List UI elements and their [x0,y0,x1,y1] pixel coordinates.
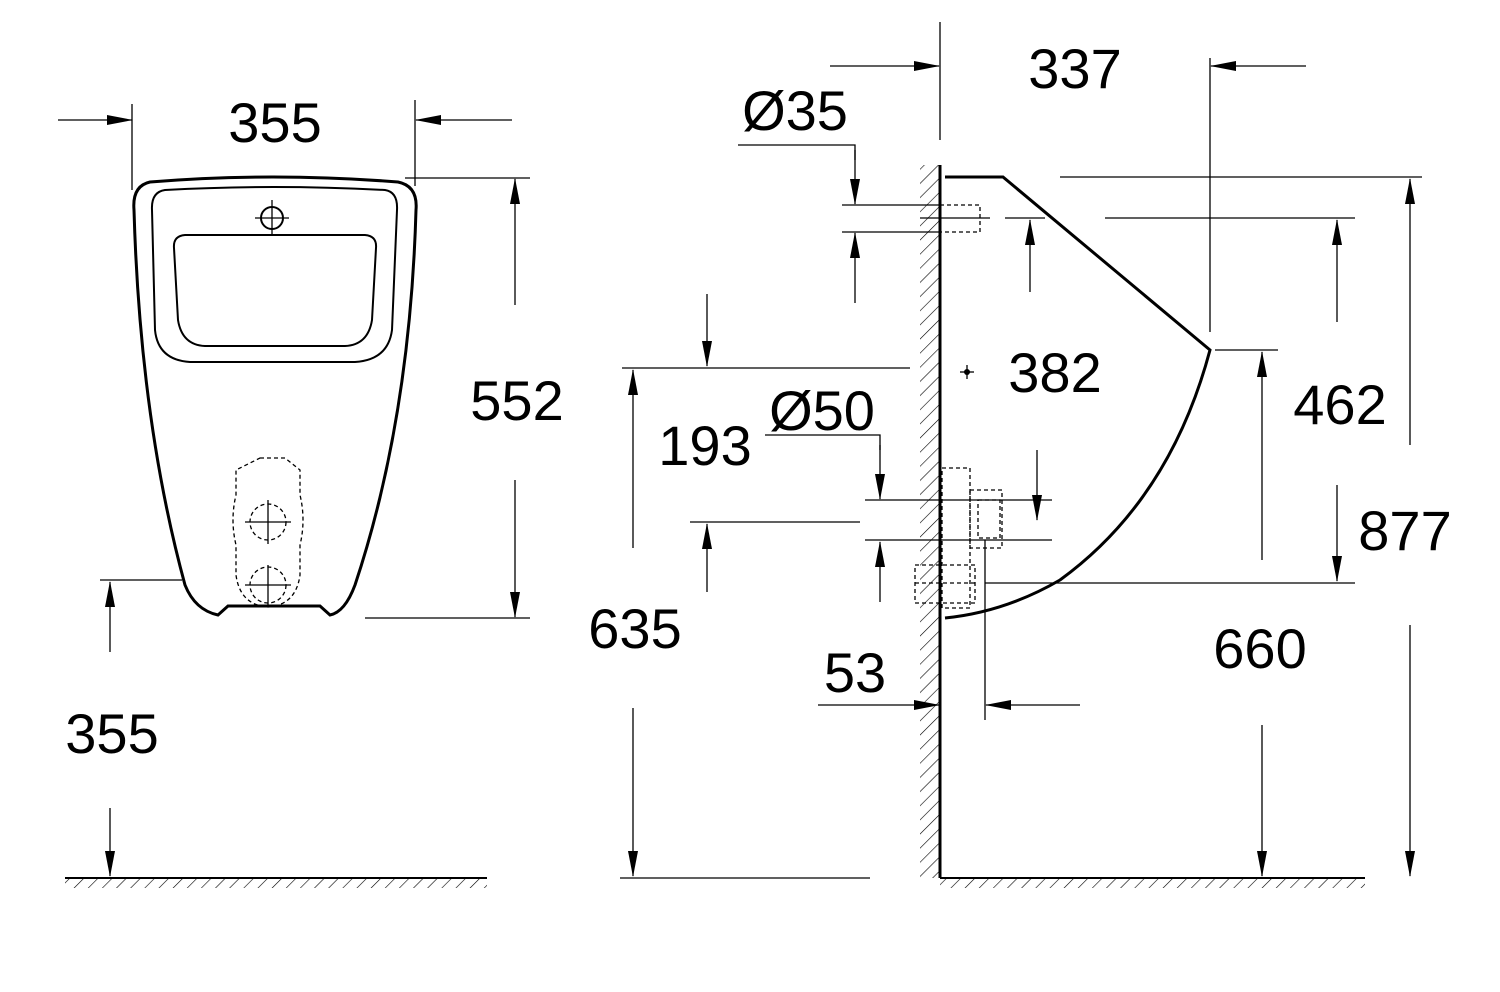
floor-hatch [65,878,487,888]
front-view: 355 552 355 [58,91,564,888]
dim-outlet-offset-label: 193 [658,414,751,477]
dim-floor-clearance-label: 355 [65,702,158,765]
outlet-fitting-hidden [914,467,1003,609]
bowl-rim [150,186,399,363]
bowl-inner [172,234,378,347]
outlet-hidden-outline [232,457,304,608]
urinal-side-profile [944,175,1212,620]
dim-depth-label: 337 [1028,37,1121,100]
dim-outlet-diameter-label: Ø50 [769,379,875,442]
dim-outlet-height-label: 635 [588,597,681,660]
dim-width-label: 355 [228,91,321,154]
dim-total-height-label: 877 [1358,499,1451,562]
wall-hatch [920,165,940,878]
urinal-front-outline [132,175,418,617]
dim-fixing-label: 382 [1008,341,1101,404]
side-view: 337 Ø35 382 462 877 [588,22,1452,888]
dim-lip-height-label: 462 [1293,373,1386,436]
dim-rim-height-label: 660 [1213,617,1306,680]
dim-outlet-projection-label: 53 [824,641,886,704]
dim-inlet-diameter-label: Ø35 [742,79,848,142]
floor-hatch-side [940,878,1365,888]
dim-height-label: 552 [470,369,563,432]
